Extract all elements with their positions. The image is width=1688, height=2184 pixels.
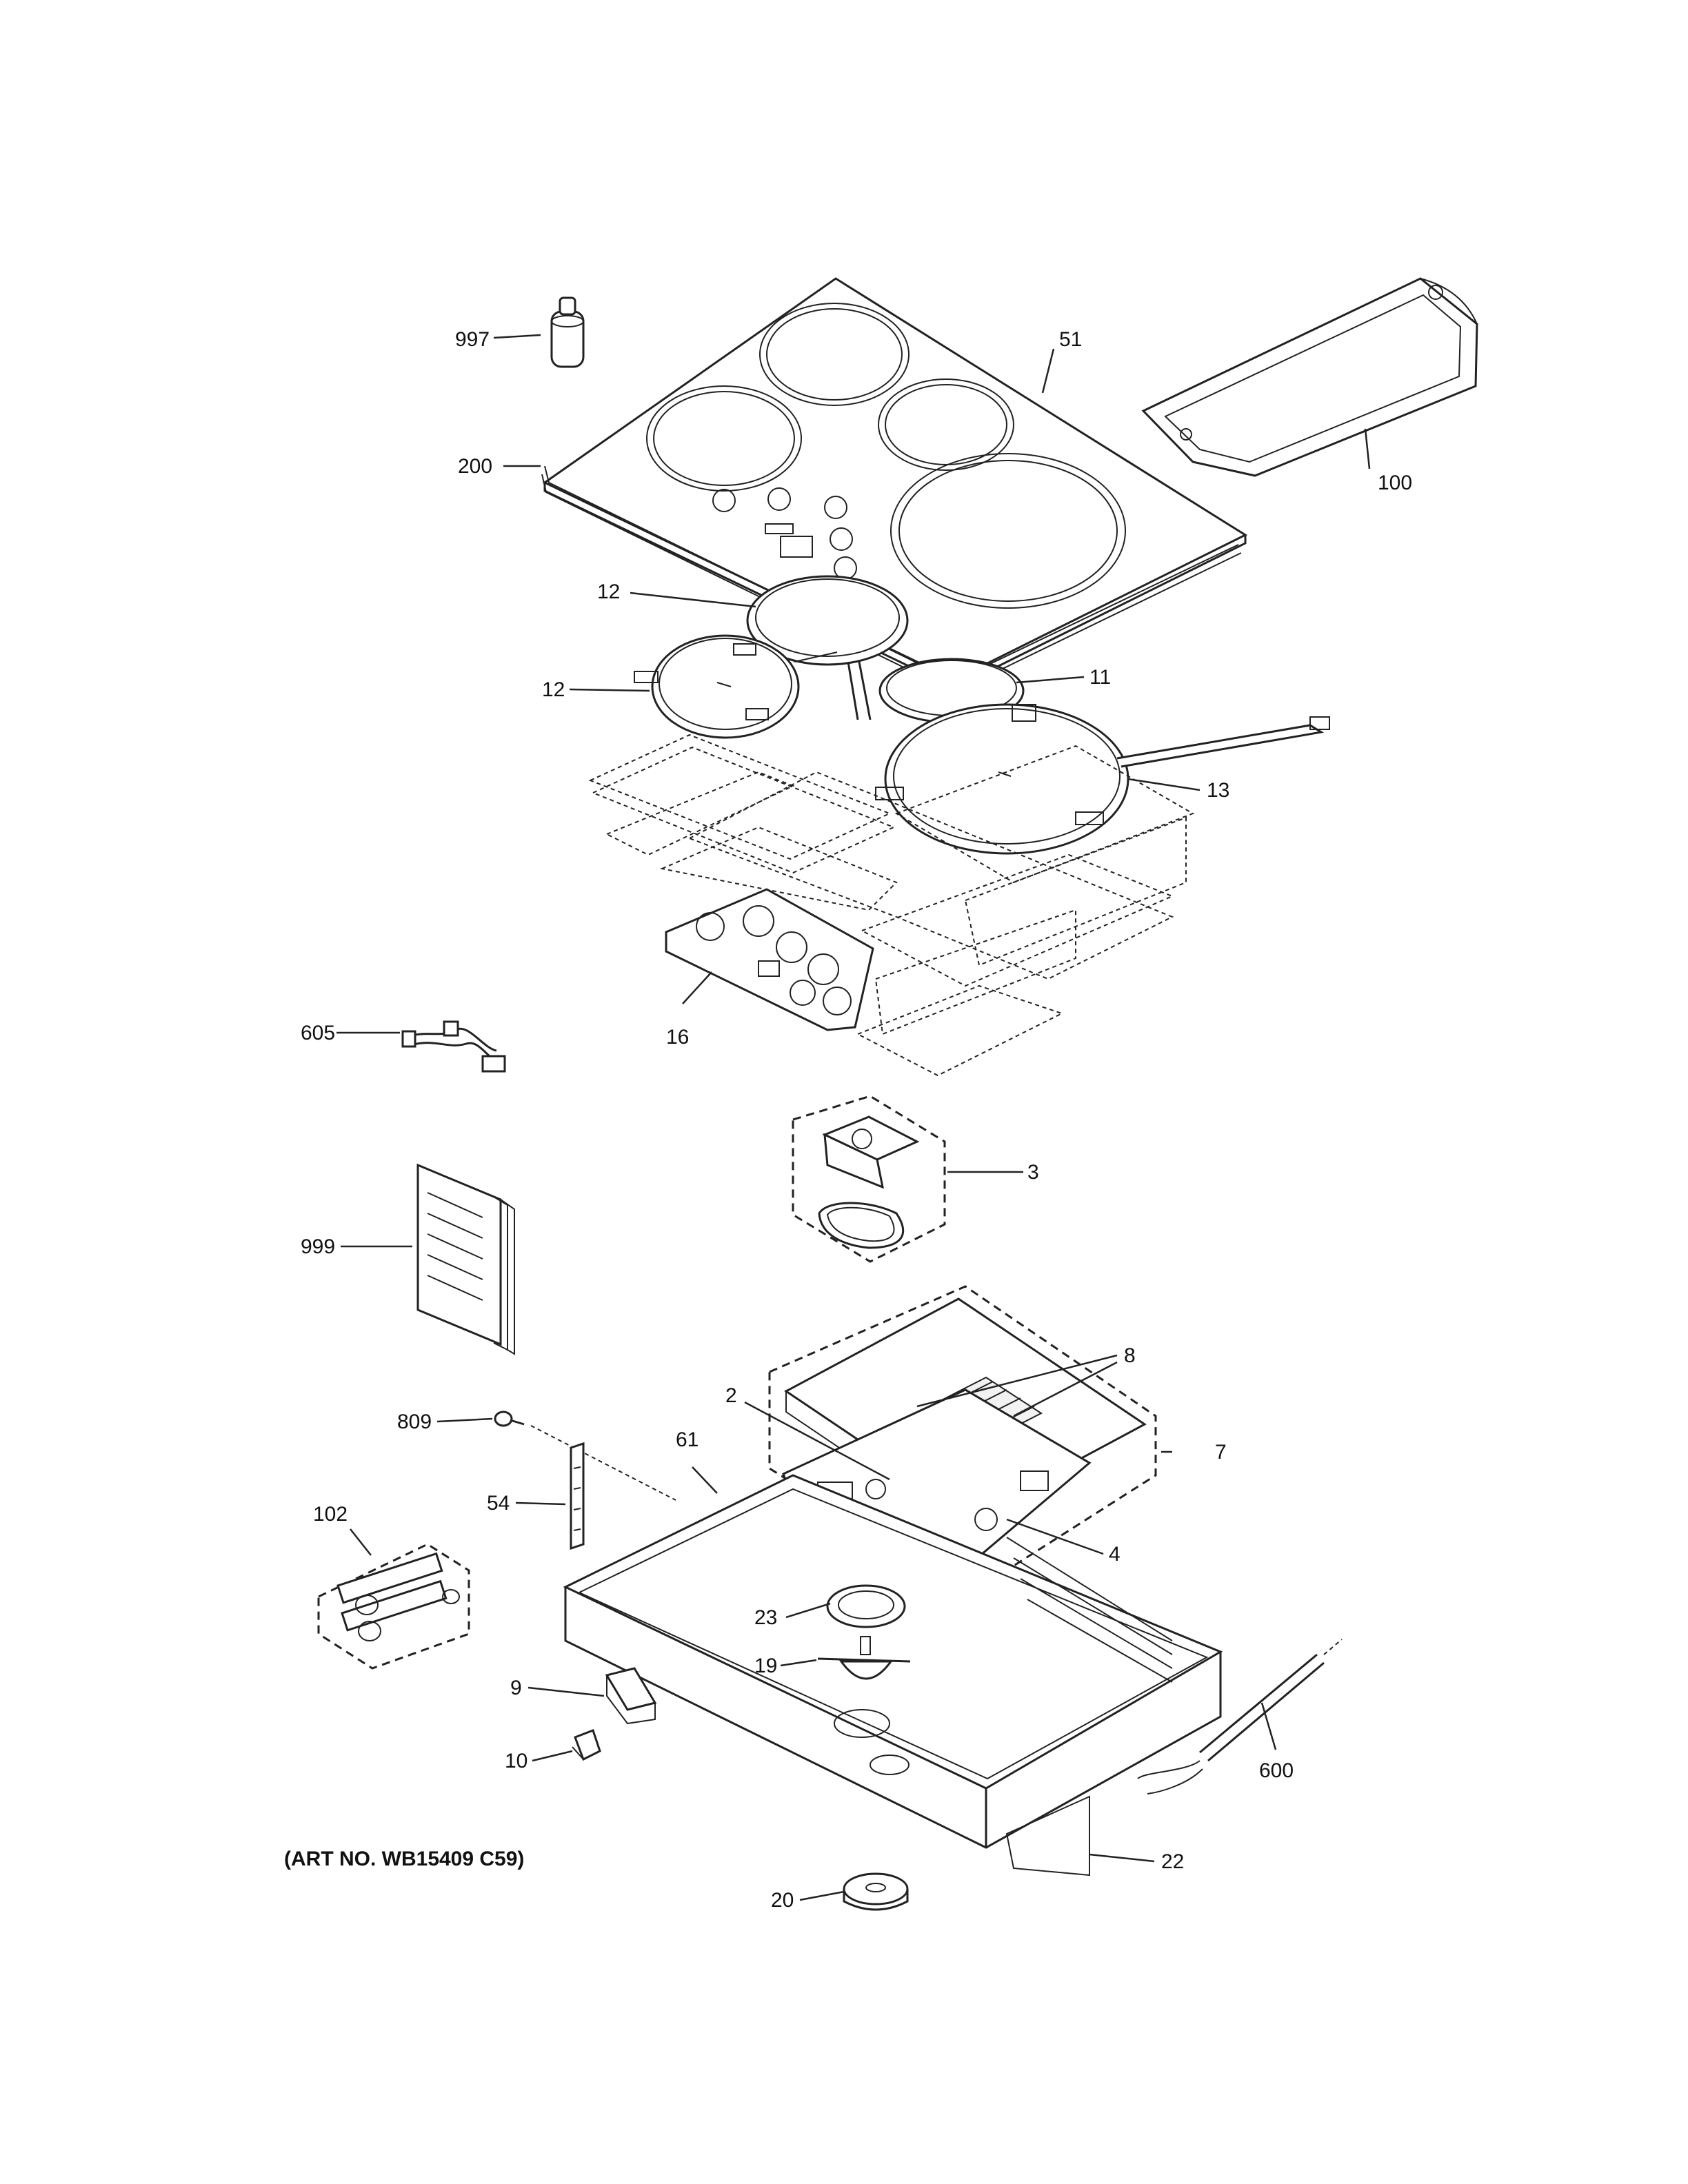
leader-lines bbox=[336, 334, 1371, 1901]
part-10-clip[interactable] bbox=[572, 1729, 601, 1761]
callout-100: 100 bbox=[1378, 472, 1412, 494]
callout-999: 999 bbox=[301, 1235, 335, 1258]
callout-3: 3 bbox=[1027, 1161, 1039, 1184]
part-997-cleaner-bottle[interactable] bbox=[550, 296, 585, 368]
part-12-small-element-left[interactable] bbox=[634, 634, 800, 739]
callout-4: 4 bbox=[1109, 1543, 1121, 1566]
callout-997: 997 bbox=[455, 328, 490, 351]
callout-11: 11 bbox=[1089, 666, 1111, 689]
element-cords bbox=[794, 651, 872, 720]
callout-2: 2 bbox=[725, 1384, 737, 1407]
callout-102: 102 bbox=[313, 1503, 348, 1526]
callout-9: 9 bbox=[510, 1677, 522, 1699]
callout-12-left: 12 bbox=[542, 678, 565, 701]
part-16-control-board[interactable] bbox=[665, 888, 874, 1031]
part-600-conduit[interactable] bbox=[1137, 1639, 1343, 1794]
part-809-screw[interactable] bbox=[494, 1410, 676, 1501]
art-number: (ART NO. WB15409 C59) bbox=[284, 1848, 524, 1870]
callout-54: 54 bbox=[487, 1492, 510, 1515]
part-20-foot[interactable] bbox=[843, 1872, 909, 1911]
part-605-wire-harness[interactable] bbox=[401, 1020, 506, 1073]
part-3-fan-assembly[interactable] bbox=[792, 1095, 946, 1263]
part-13-large-element[interactable] bbox=[875, 703, 1330, 855]
part-9-clip[interactable] bbox=[605, 1667, 657, 1725]
callout-200: 200 bbox=[458, 455, 492, 478]
callout-51: 51 bbox=[1059, 328, 1082, 351]
callout-19: 19 bbox=[754, 1655, 777, 1677]
callout-605: 605 bbox=[301, 1022, 335, 1044]
part-200-cooktop-seal[interactable] bbox=[541, 465, 1242, 694]
part-12-small-element-rear[interactable] bbox=[746, 575, 909, 666]
part-23-grommet[interactable] bbox=[826, 1584, 906, 1628]
callout-809: 809 bbox=[397, 1410, 432, 1433]
part-54-bracket[interactable] bbox=[570, 1442, 585, 1550]
callout-10: 10 bbox=[505, 1750, 528, 1772]
part-999-manual[interactable] bbox=[416, 1163, 515, 1355]
callout-22: 22 bbox=[1161, 1850, 1184, 1873]
callout-8: 8 bbox=[1124, 1344, 1136, 1367]
callout-20: 20 bbox=[771, 1889, 794, 1912]
part-22-label[interactable] bbox=[1005, 1795, 1090, 1877]
support-plates-phantom bbox=[588, 734, 1195, 1077]
callout-7: 7 bbox=[1215, 1441, 1227, 1464]
callout-61: 61 bbox=[676, 1428, 699, 1451]
part-19-mounting-bracket[interactable] bbox=[817, 1636, 911, 1680]
callout-600: 600 bbox=[1259, 1759, 1294, 1782]
callout-labels: 997 51 200 100 12 12 11 13 605 16 3 999 … bbox=[301, 328, 1412, 1912]
callout-13: 13 bbox=[1207, 779, 1229, 802]
part-100-griddle[interactable] bbox=[1141, 277, 1478, 477]
part-7-power-board-module[interactable] bbox=[768, 1285, 1157, 1595]
part-61-burner-box[interactable] bbox=[563, 1474, 1223, 1849]
callout-23: 23 bbox=[754, 1606, 777, 1629]
part-51-glass-cooktop[interactable] bbox=[543, 277, 1248, 689]
callout-12-rear: 12 bbox=[597, 580, 620, 603]
part-102-bracket-kit[interactable] bbox=[317, 1543, 470, 1670]
callout-16: 16 bbox=[666, 1026, 689, 1049]
